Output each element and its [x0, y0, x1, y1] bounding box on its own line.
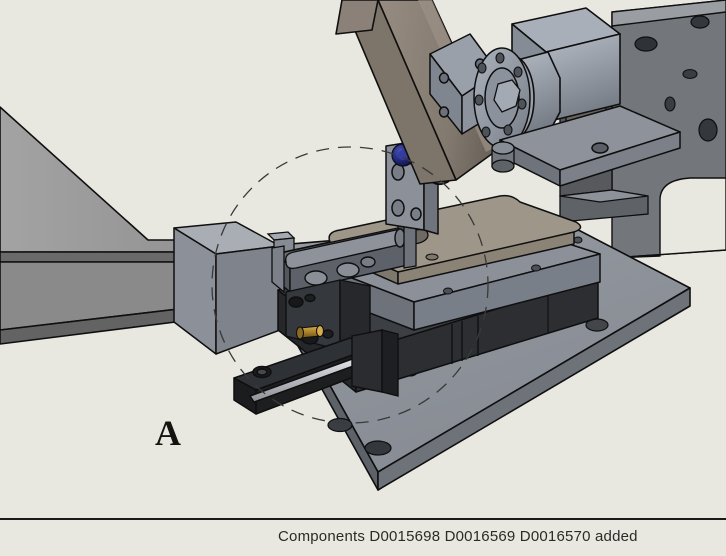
- left-end-block: [173, 221, 281, 355]
- motor-mount-boss: [491, 141, 515, 173]
- roller-rail-endcap: [271, 223, 417, 294]
- caption-bar: Components D0015698 D0016569 D0016570 ad…: [0, 518, 726, 556]
- rail-riser: [351, 329, 399, 397]
- detail-callout-circle: [211, 146, 489, 424]
- upper-roller-rail: [275, 227, 413, 293]
- motor-base-rail: [499, 105, 681, 187]
- top-plate-hole: [425, 253, 439, 261]
- motor-flange: [473, 47, 531, 149]
- cad-model-render: [0, 0, 726, 491]
- lower-linear-rail: [233, 337, 373, 415]
- detail-view-label-a: A: [155, 413, 181, 453]
- cad-viewport[interactable]: [0, 0, 726, 518]
- brass-fitting: [295, 324, 325, 340]
- caption-text: Components D0015698 D0016569 D0016570 ad…: [278, 528, 638, 545]
